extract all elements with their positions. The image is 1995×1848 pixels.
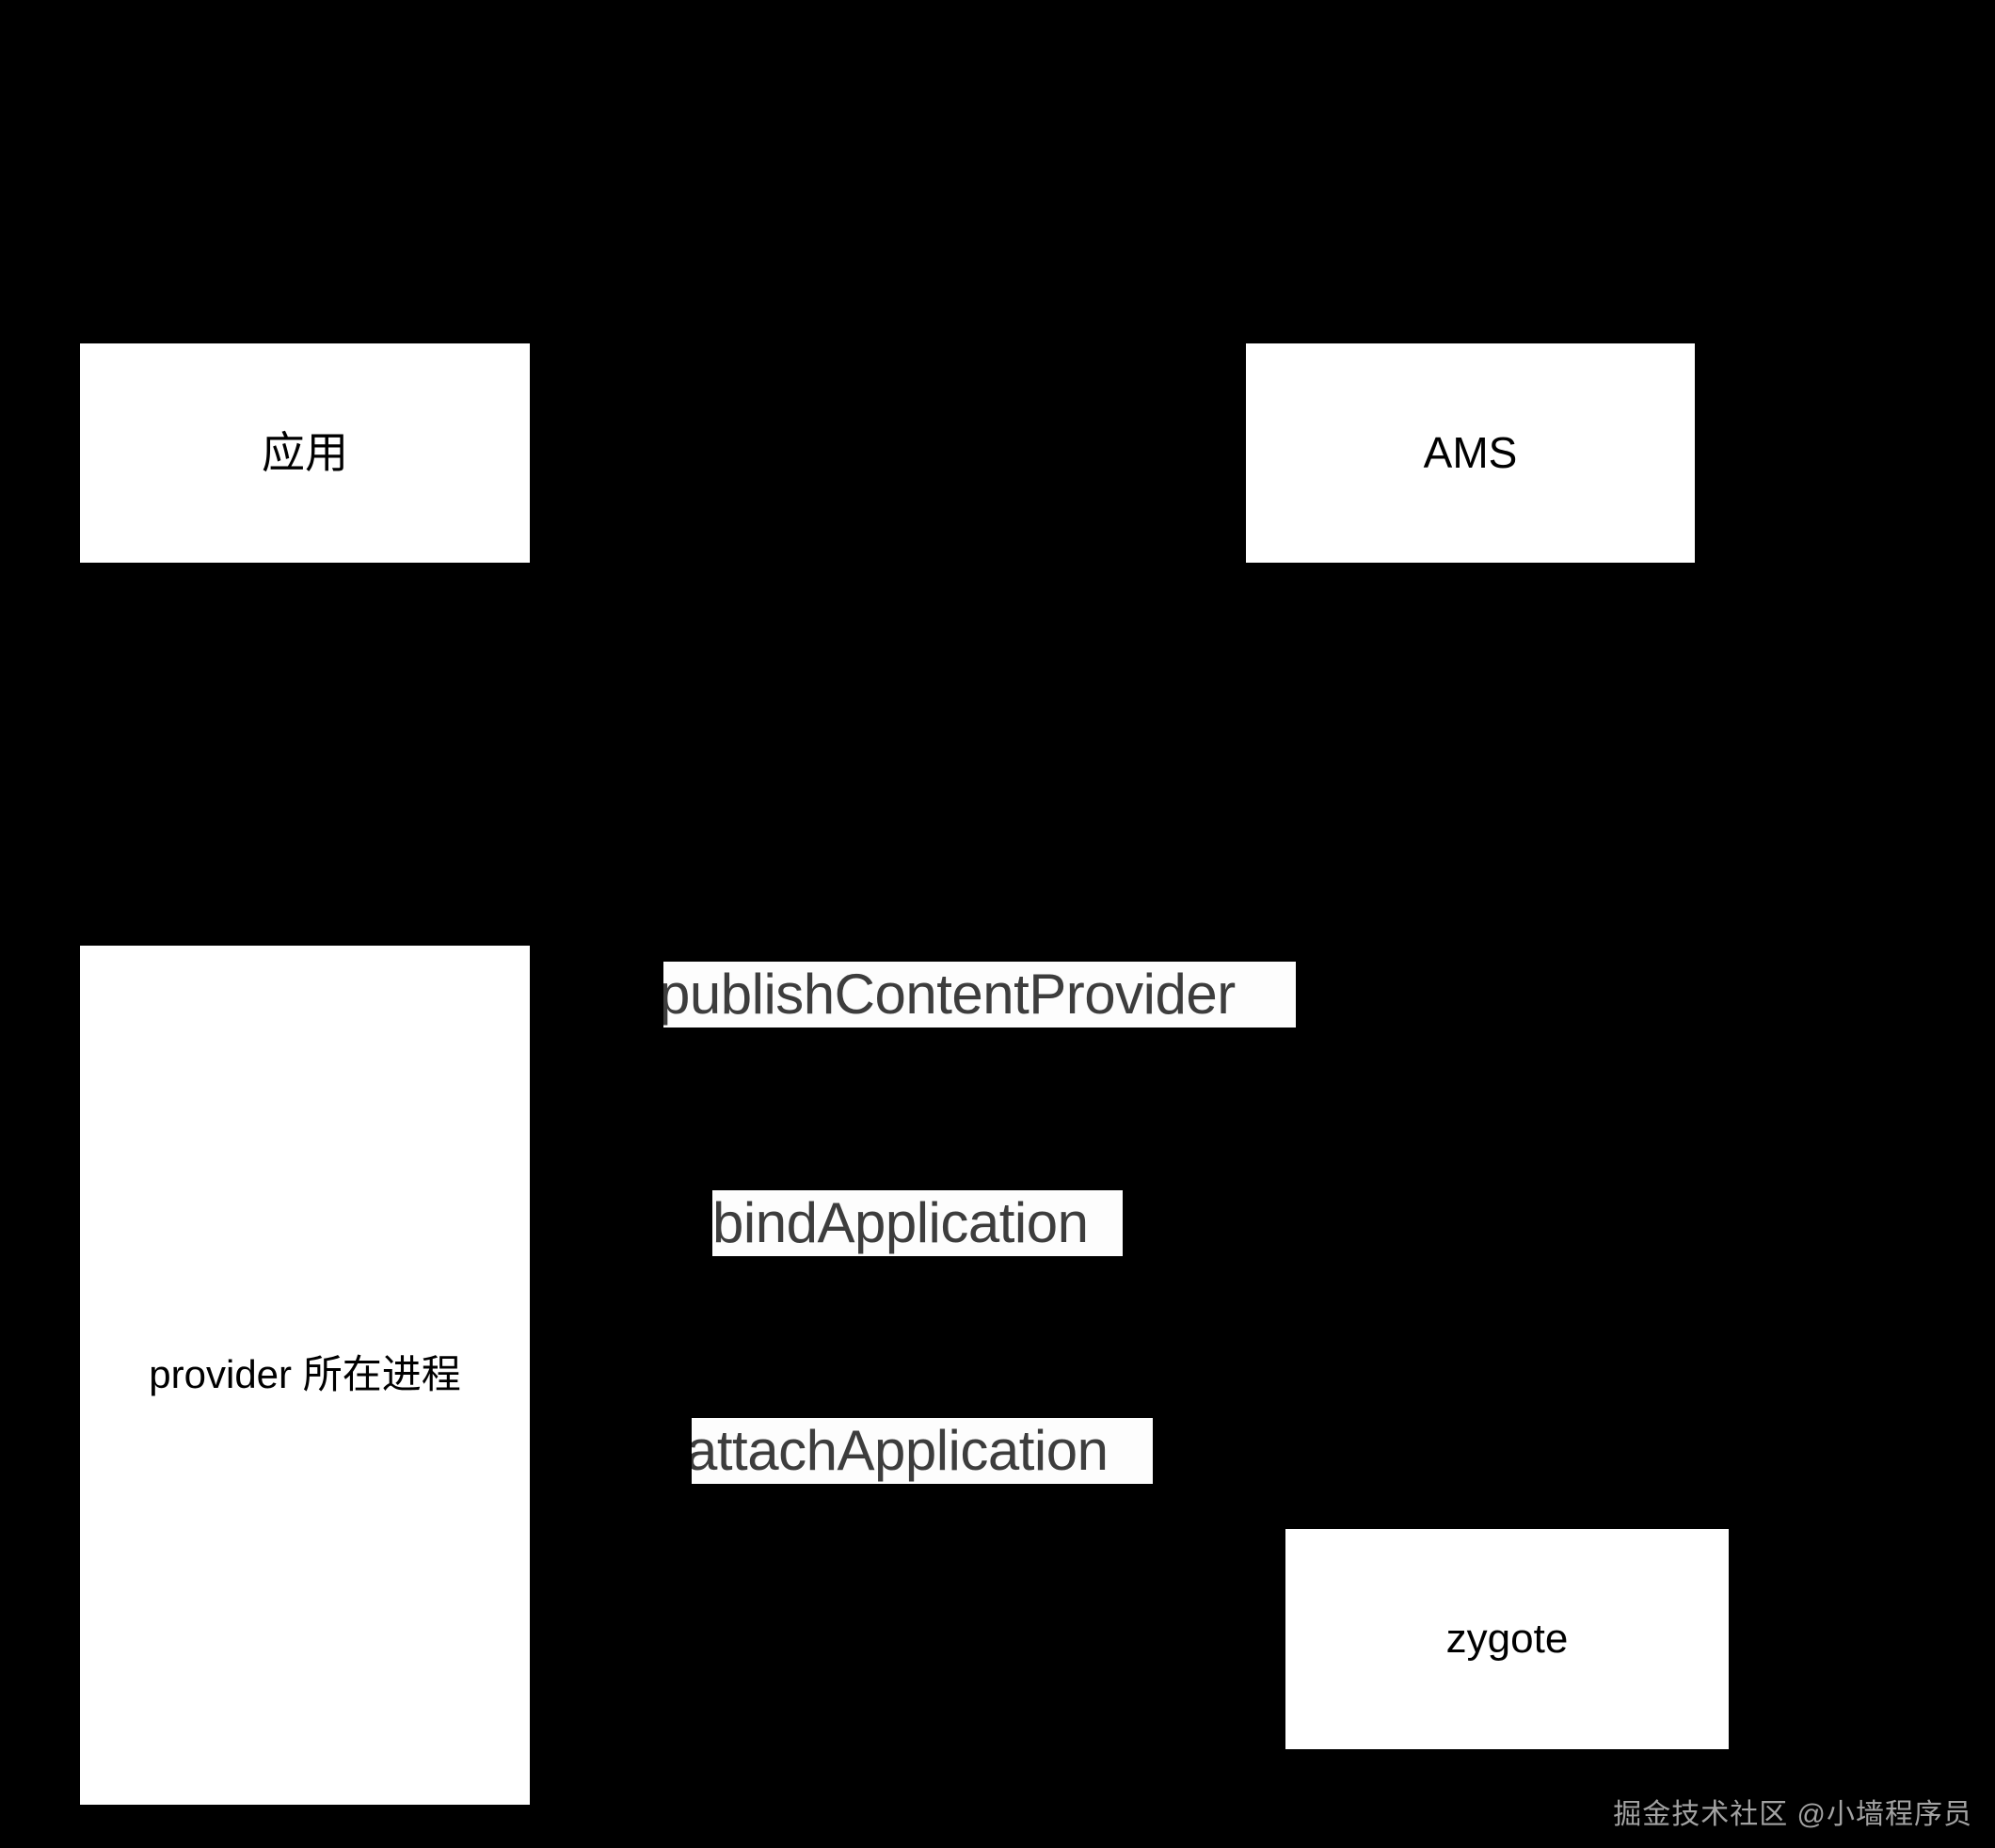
node-ams-label: AMS — [1423, 427, 1518, 477]
node-provider-process: provider 所在进程 — [80, 946, 530, 1805]
node-ams: AMS — [1246, 343, 1695, 563]
message-label-publish-content-provider: publishContentProvider — [663, 962, 1296, 1028]
watermark: 掘金技术社区 @小墙程序员 — [1613, 1799, 1972, 1830]
message-label-bind-application: bindApplication — [712, 1190, 1123, 1256]
message-text: bindApplication — [712, 1191, 1089, 1254]
node-app-label: 应用 — [262, 427, 348, 477]
node-zygote: zygote — [1285, 1529, 1729, 1749]
node-app: 应用 — [80, 343, 530, 563]
message-text: attachApplication — [692, 1419, 1109, 1482]
message-label-attach-application: attachApplication — [692, 1418, 1153, 1484]
node-provider-process-label: provider 所在进程 — [149, 1352, 461, 1397]
node-zygote-label: zygote — [1445, 1615, 1569, 1662]
message-text: publishContentProvider — [663, 963, 1236, 1026]
